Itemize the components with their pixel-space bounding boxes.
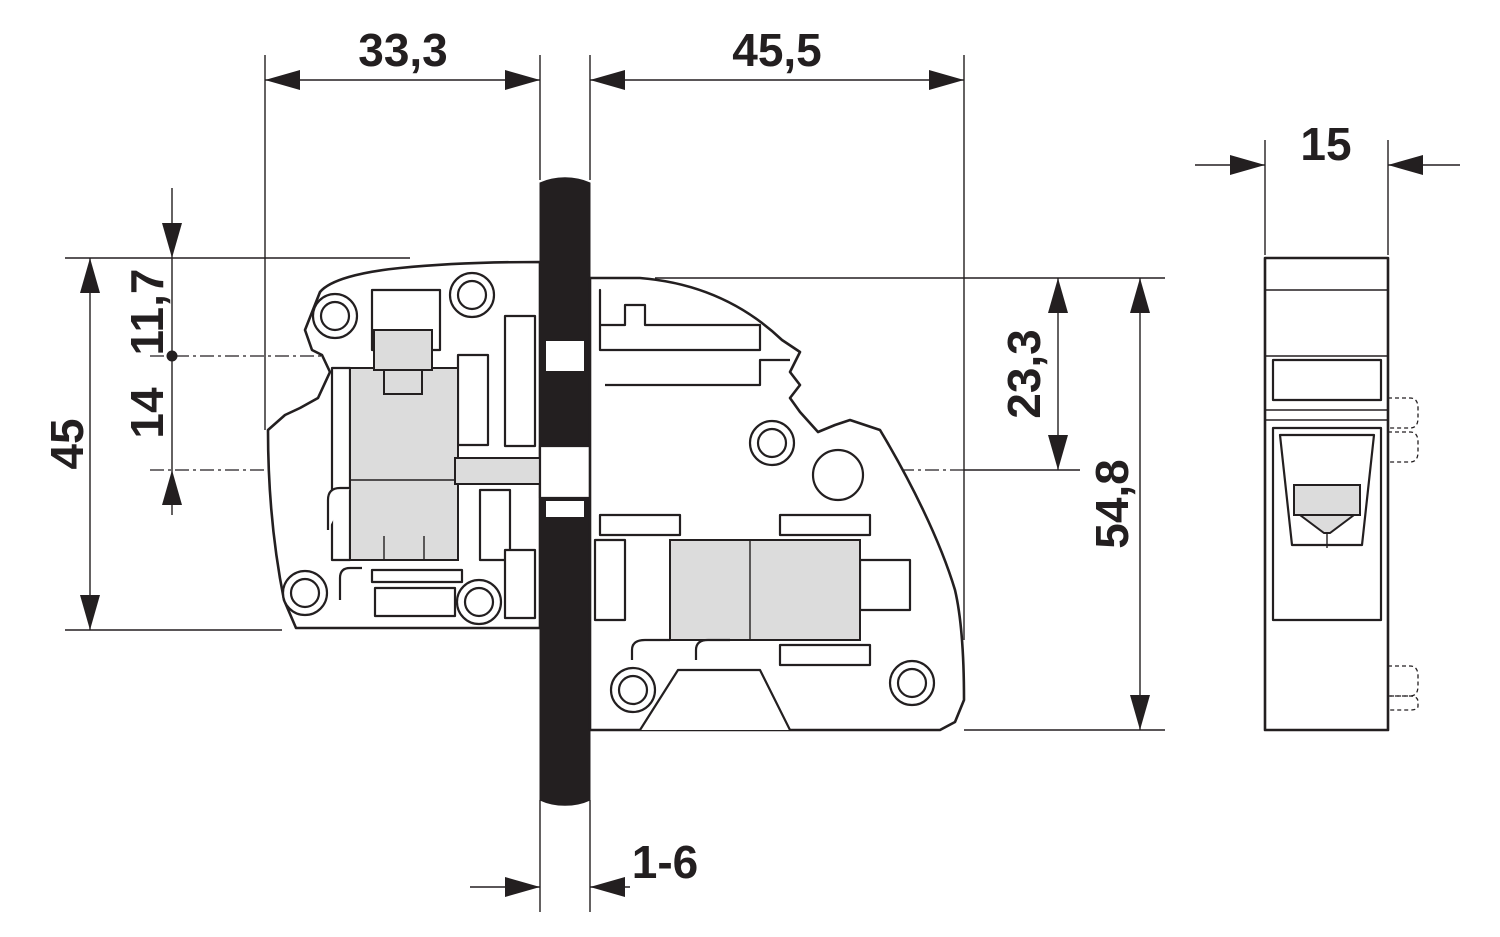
screw-hole	[888, 659, 936, 707]
screw-hole	[311, 292, 359, 340]
dim-45-5: 45,5	[732, 24, 822, 76]
side-view	[1263, 256, 1419, 732]
right-clamp-body	[669, 539, 861, 641]
screw-hole	[748, 419, 796, 467]
dim-11-7: 11,7	[121, 269, 173, 356]
screw-hole	[609, 666, 657, 714]
dimension-labels: 33,3 45,5 15 1-6 45 11,7 14 23,3 54,8	[41, 24, 1352, 888]
dim-45: 45	[41, 418, 93, 469]
dim-14: 14	[121, 387, 173, 439]
dim-33-3: 33,3	[358, 24, 448, 76]
screw-hole	[448, 271, 496, 319]
dim-1-6: 1-6	[632, 836, 698, 888]
dim-23-3: 23,3	[998, 329, 1050, 419]
dim-15: 15	[1300, 118, 1351, 170]
screw-hole	[281, 569, 329, 617]
round-opening	[811, 448, 865, 502]
left-terminal-housing	[266, 260, 542, 630]
dim-54-8: 54,8	[1086, 459, 1138, 549]
screw-hole	[455, 578, 503, 626]
right-terminal-housing	[588, 276, 966, 732]
left-clamp-body	[349, 367, 459, 561]
